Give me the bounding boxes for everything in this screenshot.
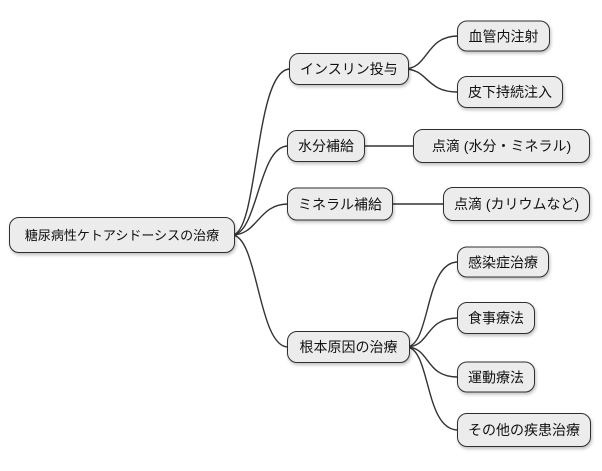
edge-insulin-subcutaneous	[403, 68, 459, 93]
node-label: 糖尿病性ケトアシドーシスの治療	[24, 227, 220, 243]
node-label: 皮下持続注入	[468, 84, 552, 100]
node-drip-water-minerals: 点滴 (水分・ミネラル)	[413, 129, 590, 163]
node-drip-potassium: 点滴 (カリウムなど)	[443, 187, 591, 221]
node-label: ミネラル補給	[298, 196, 382, 212]
node-exercise-therapy: 運動療法	[457, 361, 535, 393]
node-label: 点滴 (水分・ミネラル)	[431, 138, 572, 154]
node-root-diabetic-ketoacidosis-treatment: 糖尿病性ケトアシドーシスの治療	[9, 217, 235, 253]
edge-root-hydration	[231, 145, 289, 236]
node-subcutaneous-continuous-infusion: 皮下持続注入	[457, 76, 563, 108]
node-insulin-administration: インスリン投与	[289, 53, 409, 85]
edge-root-cause-exercise	[405, 346, 459, 378]
edge-root-cause-other	[405, 346, 459, 431]
edge-root-root-cause	[231, 234, 289, 348]
node-mineral-supplementation: ミネラル補給	[287, 187, 393, 221]
node-hydration: 水分補給	[287, 130, 365, 162]
node-diet-therapy: 食事療法	[457, 302, 535, 334]
node-label: その他の疾患治療	[468, 422, 580, 438]
node-root-cause-treatment: 根本原因の治療	[287, 331, 410, 363]
node-label: 根本原因の治療	[299, 339, 398, 355]
node-infection-treatment: 感染症治療	[457, 246, 549, 278]
edge-root-cause-infection	[405, 261, 459, 348]
node-label: 感染症治療	[468, 254, 538, 270]
node-label: 血管内注射	[468, 28, 539, 44]
node-other-disease-treatment: その他の疾患治療	[457, 413, 591, 447]
edge-insulin-iv-injection	[403, 35, 459, 70]
node-label: 水分補給	[298, 138, 354, 154]
node-label: 運動療法	[468, 369, 524, 385]
node-label: 食事療法	[468, 310, 524, 326]
node-label: インスリン投与	[300, 61, 398, 77]
edge-root-cause-diet	[405, 317, 459, 348]
node-label: 点滴 (カリウムなど)	[454, 196, 580, 212]
edge-root-mineral	[231, 203, 289, 236]
edge-root-insulin	[231, 68, 291, 236]
node-intravascular-injection: 血管内注射	[457, 20, 550, 52]
